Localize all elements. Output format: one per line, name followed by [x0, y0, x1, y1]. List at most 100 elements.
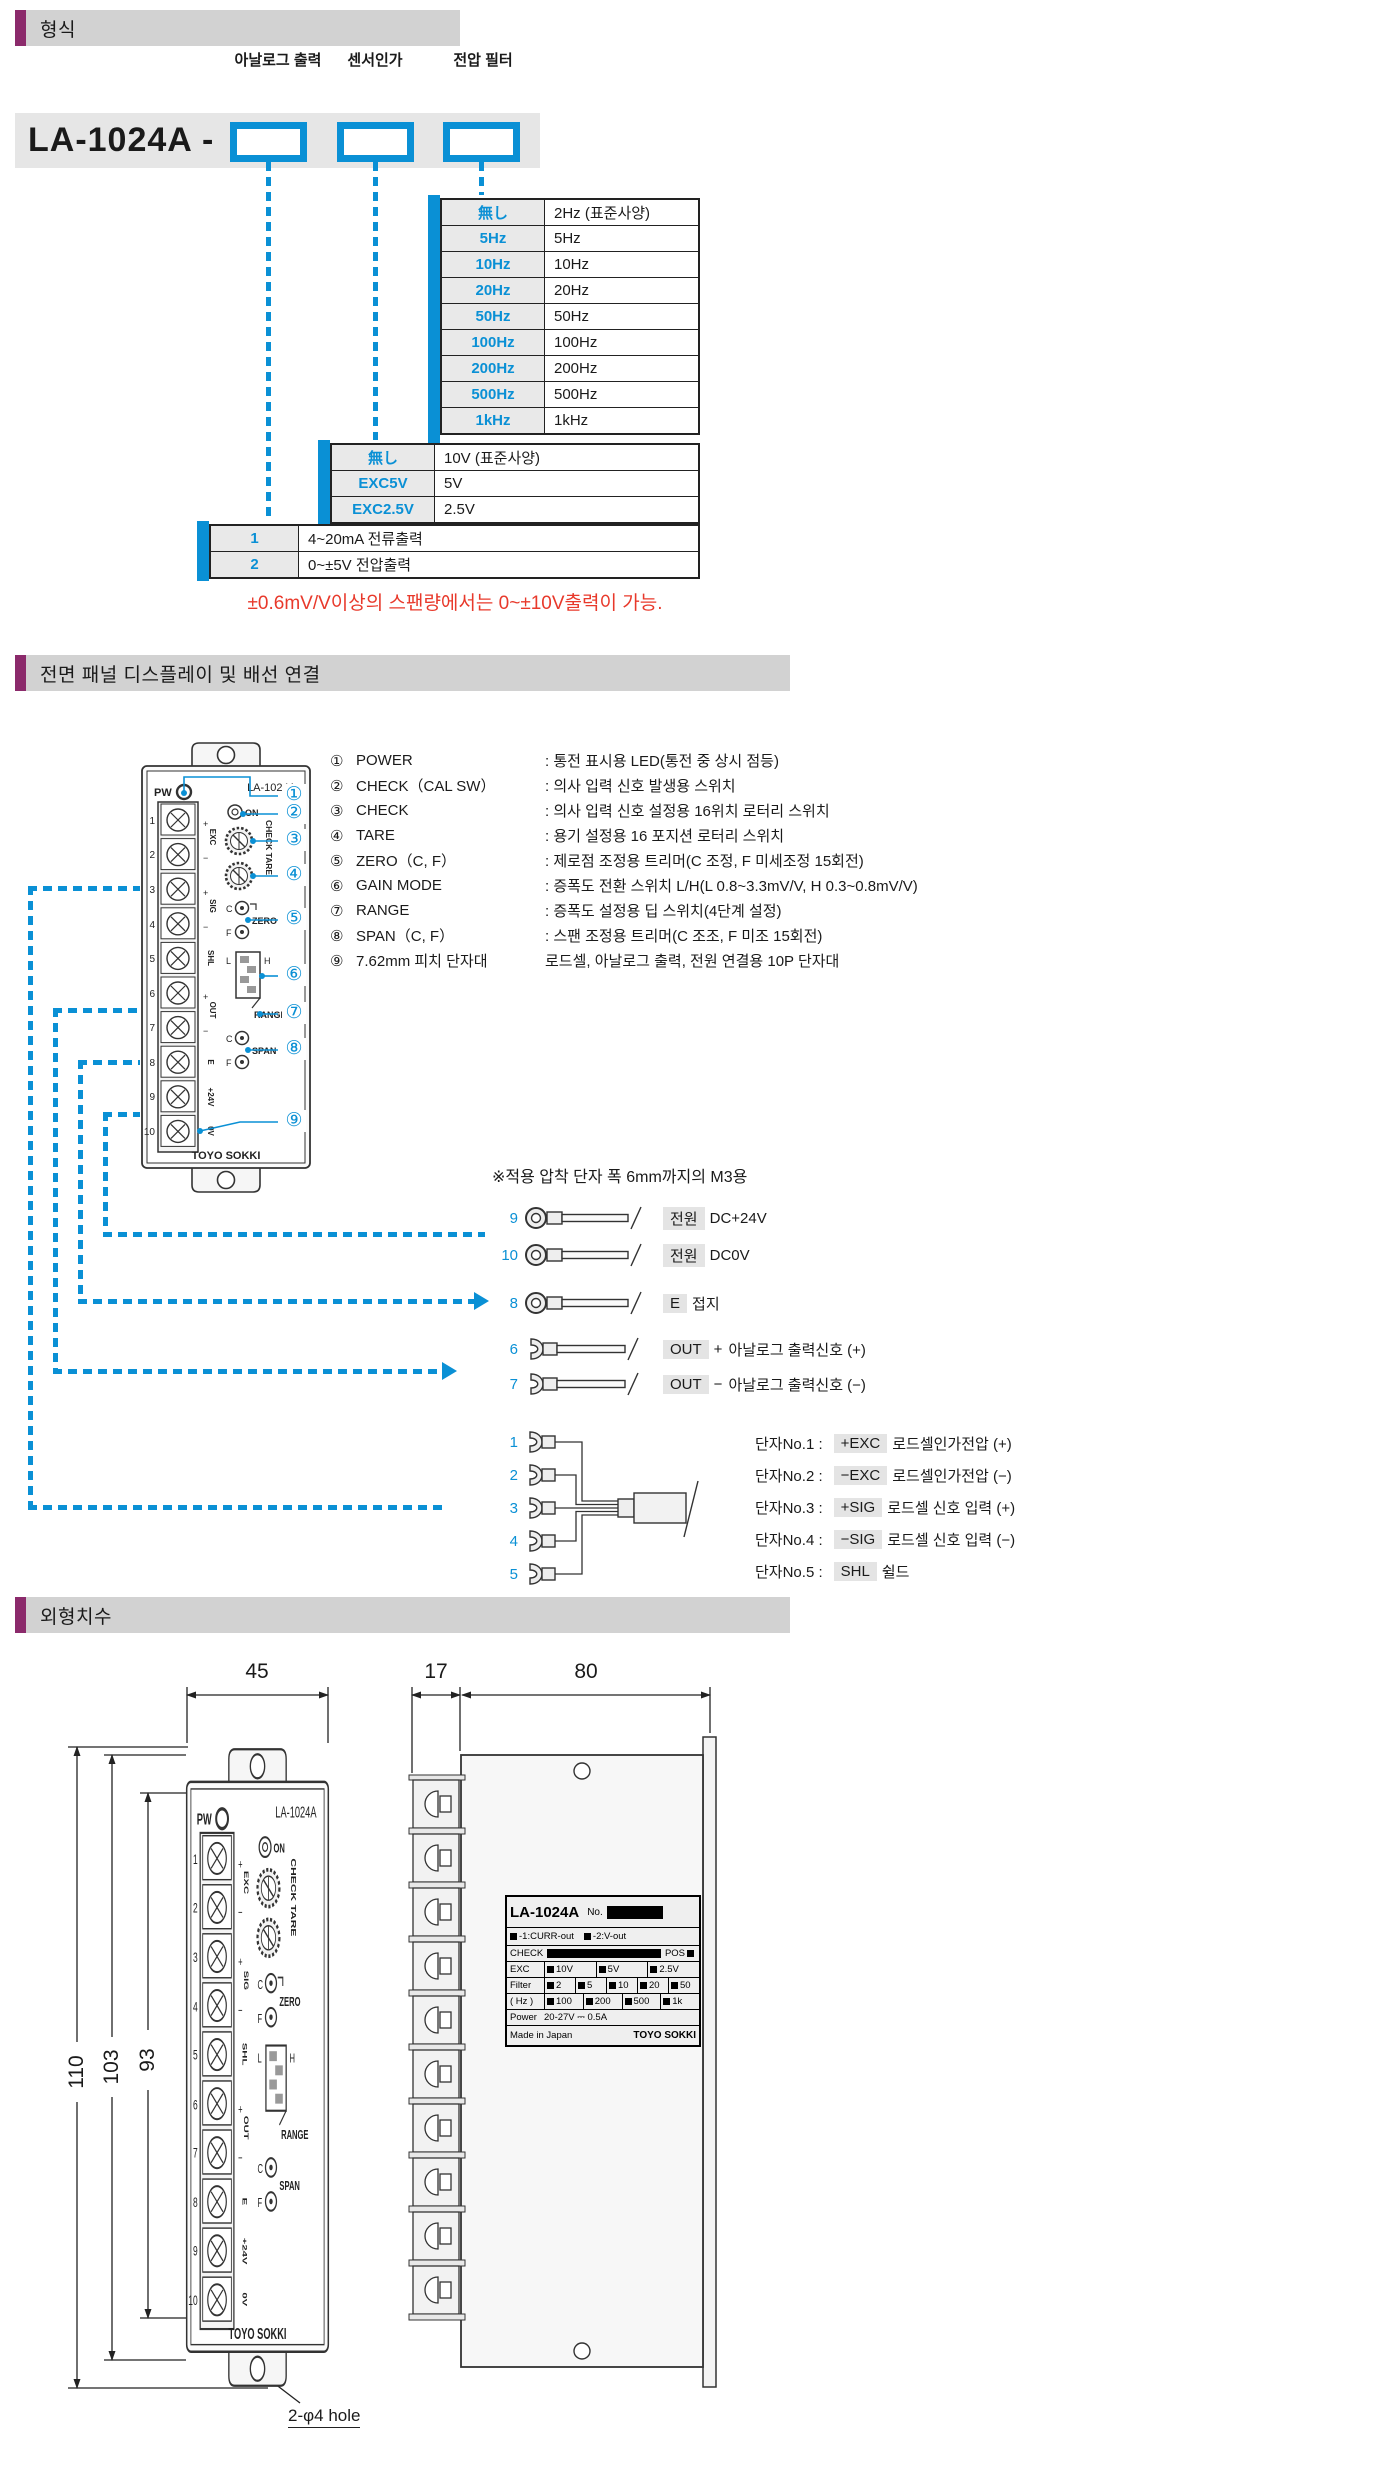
plate-filter-label: Filter — [510, 1980, 532, 1991]
signal-desc: 로드셀 신호 입력 (+) — [887, 1499, 1016, 1517]
legend-desc: : 의사 입력 신호 발생용 스위치 — [545, 778, 736, 795]
hole-note: 2-φ4 hole — [288, 2406, 361, 2428]
option-value: 200Hz — [554, 360, 598, 377]
din-flange — [702, 1736, 717, 2388]
plate-check-row: CHECK POS — [507, 1945, 699, 1961]
plate-model: LA-1024A — [510, 1903, 580, 1921]
option-col-label-filter: 전압 필터 — [453, 52, 513, 69]
signal-desc: 로드셀인가전압 (+) — [892, 1435, 1012, 1453]
wire-number: 7 — [509, 1375, 518, 1393]
plate-filter-2: 2 — [556, 1980, 562, 1991]
plate-filter-10: 10 — [618, 1980, 629, 1991]
span-output-note: ±0.6mV/V이상의 스팬량에서는 0~±10V출력이 가능. — [247, 593, 663, 614]
gain-l-label: L — [226, 956, 231, 966]
legend-num: ③ — [330, 802, 344, 820]
exc-group-label: EXC — [208, 829, 217, 846]
dashed-route — [28, 886, 140, 891]
legend-name: SPAN（C, F） — [356, 928, 455, 945]
range-label: RANGE — [254, 1010, 287, 1020]
wire-tag: 전원 — [663, 1206, 705, 1230]
legend-name: GAIN MODE — [356, 877, 442, 894]
legend-desc: : 증폭도 설정용 딥 스위치(4단계 설정) — [545, 903, 782, 920]
loadcell-wire-number: 3 — [509, 1500, 518, 1517]
legend-num: ⑧ — [330, 927, 344, 945]
plate-power-label: Power — [510, 2012, 537, 2023]
zero-c-label: C — [226, 904, 233, 914]
check-tare-label: CHECK TARE — [264, 820, 274, 875]
option-value: 10V (표준사양) — [444, 450, 541, 467]
option-box-output — [230, 122, 307, 162]
option-code: 500Hz — [442, 382, 545, 407]
polarity-minus: − — [203, 1026, 208, 1036]
dashed-route — [28, 1505, 445, 1510]
callout-3: ③ — [282, 829, 306, 851]
plate-exc-row: EXC 10V 5V 2.5V — [507, 1961, 699, 1977]
dim-width-body: 80 — [556, 1660, 616, 1684]
plate-made-in: Made in Japan — [510, 2030, 573, 2041]
plate-power-value: 20-27V ⎓ 0.5A — [544, 2012, 608, 2023]
plate-model-row: LA-1024A No. — [507, 1897, 699, 1927]
wire-number: 10 — [501, 1246, 518, 1264]
dashed-route — [78, 1060, 83, 1302]
plate-hz-1k: 1k — [672, 1996, 683, 2007]
wire-tag: OUT — [663, 1374, 709, 1394]
dim-height-inner: 93 — [136, 2030, 160, 2090]
option-code: 無し — [442, 200, 545, 225]
section-title: 형식 — [40, 19, 76, 41]
option-code: 200Hz — [442, 356, 545, 381]
shl-group-label: SHL — [206, 950, 215, 966]
terminal-no: 단자No.2 : — [755, 1467, 823, 1485]
option-code: 1 — [211, 526, 299, 551]
gain-h-label: H — [264, 956, 271, 966]
dim-width-front: 45 — [227, 1660, 287, 1684]
polarity-plus: + — [203, 992, 208, 1002]
wire-sign: − — [713, 1375, 723, 1393]
wire-number: 6 — [509, 1340, 518, 1358]
dashed-route-arrow — [474, 1292, 489, 1310]
legend-name: TARE — [356, 827, 395, 844]
earth-group-label: E — [206, 1059, 215, 1065]
legend-num: ⑥ — [330, 877, 344, 895]
front-panel-drawing: PW LA-1024A ON CHECK TARE C ZERO F — [141, 742, 311, 1193]
plate-serial-box — [606, 1905, 663, 1919]
legend-num: ① — [330, 752, 344, 770]
dashed-route — [53, 1369, 442, 1374]
legend-desc: : 스팬 조정용 트리머(C 조조, F 미조 15회전) — [545, 928, 823, 945]
callout-5: ⑤ — [282, 908, 306, 930]
plate-hz-100: 100 — [556, 1996, 572, 2007]
signal-desc: 로드셀인가전압 (−) — [892, 1467, 1012, 1485]
callout-2: ② — [282, 802, 306, 824]
terminal-number: 10 — [144, 1127, 156, 1138]
zero-label: ZERO — [252, 916, 277, 926]
plate-exc-10v: 10V — [556, 1964, 573, 1975]
option-value: 2.5V — [444, 501, 475, 518]
option-col-label-sensor: 센서인가 — [347, 52, 403, 69]
option-value: 10Hz — [554, 256, 590, 273]
side-body — [460, 1754, 704, 2368]
dashed-route-arrow — [442, 1362, 457, 1380]
callout-4: ④ — [282, 864, 306, 886]
option-code: EXC5V — [332, 471, 435, 496]
terminal-number: 3 — [149, 885, 155, 896]
mounting-hole-bottom — [216, 1170, 236, 1190]
signal-desc: 쉴드 — [881, 1563, 910, 1581]
legend-num: ⑦ — [330, 902, 344, 920]
terminal-no: 단자No.3 : — [755, 1499, 823, 1517]
option-code: 1kHz — [442, 408, 545, 433]
dim-width-terminal: 17 — [412, 1660, 460, 1684]
dashed-route — [53, 1008, 140, 1013]
fork-terminal-icon — [530, 1337, 639, 1361]
wire-desc: 접지 — [692, 1295, 720, 1313]
ring-terminal-icon — [525, 1243, 642, 1267]
dashed-connector — [266, 162, 271, 521]
dashed-route — [103, 1112, 108, 1237]
